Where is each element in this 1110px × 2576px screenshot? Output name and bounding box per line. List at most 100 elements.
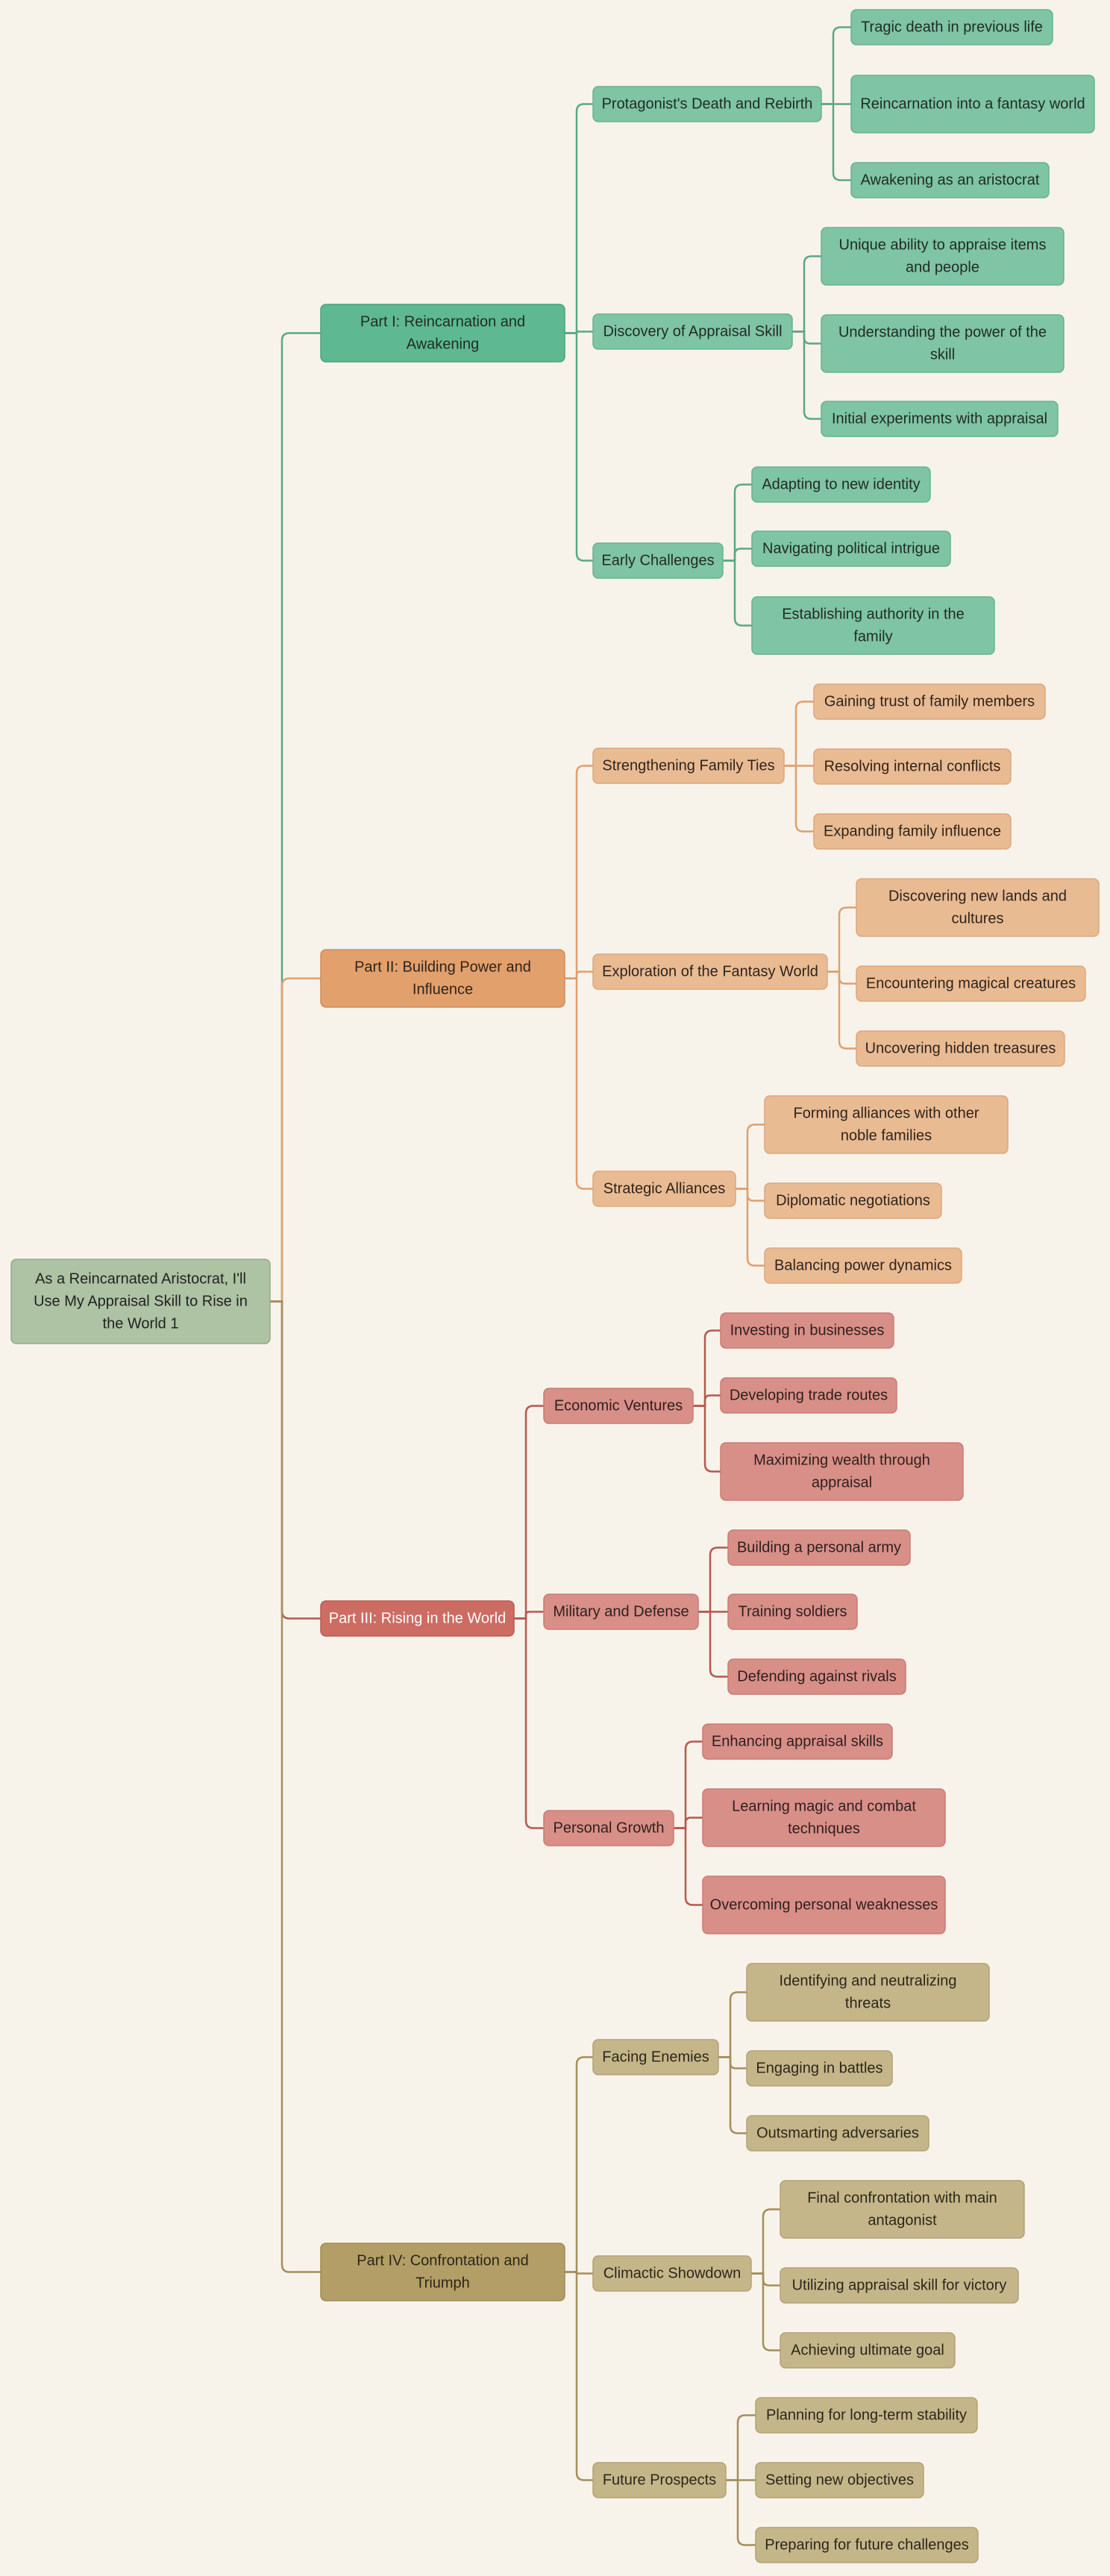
edge-section-1-2-item-3 bbox=[792, 330, 821, 420]
item-node-1-1-3[interactable]: Awakening as an aristocrat bbox=[850, 162, 1050, 198]
item-node-1-3-3-box bbox=[751, 596, 995, 655]
item-node-1-3-1[interactable]: Adapting to new identity bbox=[751, 466, 931, 503]
item-node-3-1-3-label: appraisal bbox=[812, 1475, 872, 1491]
part-node-4-label: Part IV: Confrontation and bbox=[357, 2253, 529, 2269]
item-node-1-2-2-label: Understanding the power of the bbox=[838, 325, 1047, 341]
item-node-1-1-1[interactable]: Tragic death in previous life bbox=[850, 9, 1053, 46]
item-node-3-3-1[interactable]: Enhancing appraisal skills bbox=[702, 1723, 893, 1760]
item-node-1-3-2-label: Navigating political intrigue bbox=[762, 541, 940, 557]
section-node-2-3[interactable]: Strategic Alliances bbox=[592, 1171, 736, 1207]
item-node-3-2-2-box bbox=[727, 1593, 858, 1630]
section-node-1-1[interactable]: Protagonist's Death and Rebirth bbox=[592, 86, 822, 122]
part-node-2-label: Influence bbox=[413, 982, 473, 998]
root-node-box bbox=[10, 1259, 271, 1344]
item-node-3-1-1[interactable]: Investing in businesses bbox=[720, 1312, 894, 1349]
item-node-2-1-1[interactable]: Gaining trust of family members bbox=[813, 683, 1046, 720]
section-node-4-2[interactable]: Climactic Showdown bbox=[592, 2255, 752, 2292]
item-node-4-1-3-box bbox=[746, 2115, 929, 2152]
section-node-2-2[interactable]: Exploration of the Fantasy World bbox=[592, 953, 828, 990]
item-node-4-2-3[interactable]: Achieving ultimate goal bbox=[780, 2332, 956, 2369]
item-node-3-2-3-box bbox=[727, 1658, 906, 1695]
edge-part-2-section-3 bbox=[565, 977, 593, 1190]
item-node-2-3-3[interactable]: Balancing power dynamics bbox=[764, 1247, 962, 1284]
section-node-4-1[interactable]: Facing Enemies bbox=[592, 2039, 719, 2075]
edge-section-3-1-item-3 bbox=[693, 1405, 721, 1473]
item-node-2-3-2[interactable]: Diplomatic negotiations bbox=[764, 1182, 942, 1219]
item-node-2-2-1-label: Discovering new lands and bbox=[888, 889, 1067, 905]
section-node-1-3[interactable]: Early Challenges bbox=[592, 542, 724, 579]
item-node-3-3-3-label: Overcoming personal weaknesses bbox=[710, 1897, 938, 1914]
item-node-4-1-2[interactable]: Engaging in battles bbox=[746, 2050, 893, 2087]
item-node-2-2-2[interactable]: Encountering magical creatures bbox=[856, 965, 1086, 1002]
edge-section-4-1-item-3 bbox=[718, 2056, 747, 2134]
item-node-3-3-1-label: Enhancing appraisal skills bbox=[712, 1734, 883, 1750]
section-node-3-1[interactable]: Economic Ventures bbox=[543, 1388, 694, 1424]
section-node-4-2-box bbox=[592, 2255, 752, 2292]
section-node-3-3-box bbox=[543, 1810, 674, 1846]
part-node-2-box bbox=[320, 949, 565, 1008]
item-node-3-3-3-box bbox=[702, 1875, 946, 1934]
item-node-4-1-2-label: Engaging in battles bbox=[756, 2061, 882, 2077]
item-node-3-1-2[interactable]: Developing trade routes bbox=[720, 1377, 897, 1414]
item-node-4-2-2[interactable]: Utilizing appraisal skill for victory bbox=[780, 2267, 1019, 2304]
item-node-4-3-1[interactable]: Planning for long-term stability bbox=[755, 2397, 978, 2434]
item-node-1-2-3[interactable]: Initial experiments with appraisal bbox=[821, 401, 1059, 437]
edge-section-3-1-item-2 bbox=[693, 1394, 721, 1407]
item-node-4-3-3[interactable]: Preparing for future challenges bbox=[755, 2527, 979, 2563]
section-node-3-2[interactable]: Military and Defense bbox=[543, 1593, 699, 1630]
item-node-2-3-2-label: Diplomatic negotiations bbox=[776, 1193, 930, 1209]
item-node-3-1-1-box bbox=[720, 1312, 894, 1349]
root-node-label: As a Reincarnated Aristocrat, I'll bbox=[35, 1271, 246, 1288]
item-node-4-3-2-label: Setting new objectives bbox=[765, 2472, 914, 2489]
section-node-4-3-label: Future Prospects bbox=[603, 2472, 716, 2489]
item-node-2-3-1-label: Forming alliances with other bbox=[794, 1106, 979, 1122]
item-node-1-1-2[interactable]: Reincarnation into a fantasy world bbox=[850, 75, 1095, 134]
section-node-2-1[interactable]: Strengthening Family Ties bbox=[592, 748, 785, 784]
part-node-3[interactable]: Part III: Rising in the World bbox=[320, 1600, 515, 1637]
item-node-2-2-3[interactable]: Uncovering hidden treasures bbox=[856, 1030, 1065, 1067]
edge-section-4-1-item-2 bbox=[718, 2056, 747, 2069]
item-node-3-2-3-label: Defending against rivals bbox=[737, 1669, 896, 1685]
item-node-3-2-2[interactable]: Training soldiers bbox=[727, 1593, 858, 1630]
item-node-2-2-3-box bbox=[856, 1030, 1065, 1067]
root-node-label: the World 1 bbox=[103, 1316, 179, 1332]
part-node-1-label: Awakening bbox=[407, 336, 479, 353]
section-node-3-3[interactable]: Personal Growth bbox=[543, 1810, 674, 1846]
item-node-3-3-3[interactable]: Overcoming personal weaknesses bbox=[702, 1875, 946, 1934]
item-node-3-2-1[interactable]: Building a personal army bbox=[727, 1529, 911, 1566]
item-node-4-1-2-box bbox=[746, 2050, 893, 2087]
edge-part-2-section-1 bbox=[565, 765, 593, 980]
section-node-1-1-label: Protagonist's Death and Rebirth bbox=[602, 96, 813, 113]
edge-section-3-3-item-1 bbox=[674, 1740, 703, 1829]
item-node-4-1-3[interactable]: Outsmarting adversaries bbox=[746, 2115, 929, 2152]
item-node-4-3-2[interactable]: Setting new objectives bbox=[755, 2462, 924, 2498]
edge-root-part-1 bbox=[270, 332, 321, 1303]
section-node-1-2[interactable]: Discovery of Appraisal Skill bbox=[592, 313, 793, 350]
edge-part-1-section-3 bbox=[565, 332, 593, 562]
item-node-3-2-3[interactable]: Defending against rivals bbox=[727, 1658, 906, 1695]
section-node-4-3-box bbox=[592, 2462, 727, 2498]
item-node-2-1-3-label: Expanding family influence bbox=[824, 824, 1001, 840]
section-node-4-3[interactable]: Future Prospects bbox=[592, 2462, 727, 2498]
item-node-2-3-3-label: Balancing power dynamics bbox=[774, 1258, 952, 1274]
edge-section-2-2-item-2 bbox=[827, 971, 856, 985]
section-node-2-3-box bbox=[592, 1171, 736, 1207]
item-node-2-1-3[interactable]: Expanding family influence bbox=[813, 813, 1012, 850]
item-node-3-3-2-box bbox=[702, 1788, 946, 1847]
item-node-2-1-2[interactable]: Resolving internal conflicts bbox=[813, 748, 1012, 785]
item-node-1-3-2[interactable]: Navigating political intrigue bbox=[751, 530, 951, 567]
